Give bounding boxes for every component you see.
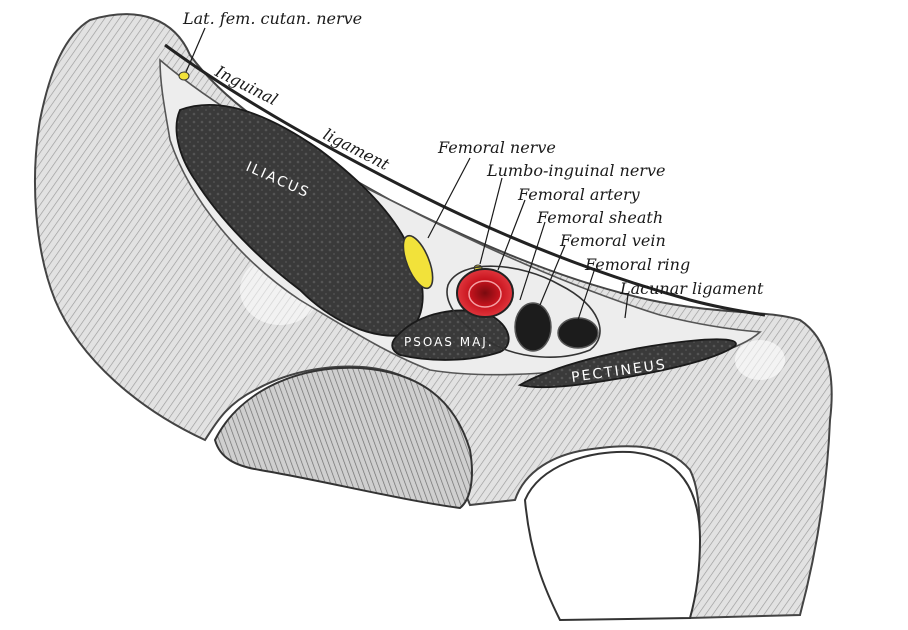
pectineus-muscle [517, 338, 737, 389]
leader-femoral-nerve [427, 157, 471, 239]
obturator-foramen [213, 366, 473, 510]
leader-femoral-vein [539, 244, 566, 306]
label-lacunar-ligament: Lacunar ligament [619, 279, 764, 298]
label-femoral-ring: Femoral ring [584, 255, 690, 274]
femoral-artery-shape [456, 268, 514, 318]
ischial-ramus [523, 450, 702, 622]
label-psoas-maj: PSOAS MAJ. [404, 335, 494, 349]
bone-highlight-right [735, 340, 785, 380]
femoral-vein-shape [514, 302, 552, 352]
label-femoral-vein: Femoral vein [559, 231, 666, 250]
label-lumbo-inguinal-nerve: Lumbo-inguinal nerve [486, 161, 665, 180]
leader-lacunar [624, 293, 629, 319]
femoral-ring-shape [557, 317, 599, 349]
label-femoral-sheath: Femoral sheath [536, 208, 663, 227]
leader-femoral-artery [497, 199, 526, 271]
leader-lumbo-inguinal [479, 177, 503, 265]
inguinal-ligament-line [164, 43, 766, 317]
leader-femoral-ring [577, 267, 596, 321]
label-lat-fem-cutan-nerve: Lat. fem. cutan. nerve [182, 9, 362, 28]
leader-lat-fem [185, 27, 206, 73]
femoral-nerve-shape [402, 234, 434, 290]
leader-femoral-sheath [519, 221, 546, 301]
lat-fem-cutan-nerve-dot [178, 71, 190, 81]
psoas-major-muscle [391, 309, 510, 361]
label-femoral-artery: Femoral artery [517, 185, 641, 204]
femoral-sheath-outline [446, 265, 601, 358]
label-femoral-nerve: Femoral nerve [437, 138, 556, 157]
femoral-artery-lumen [468, 280, 502, 308]
